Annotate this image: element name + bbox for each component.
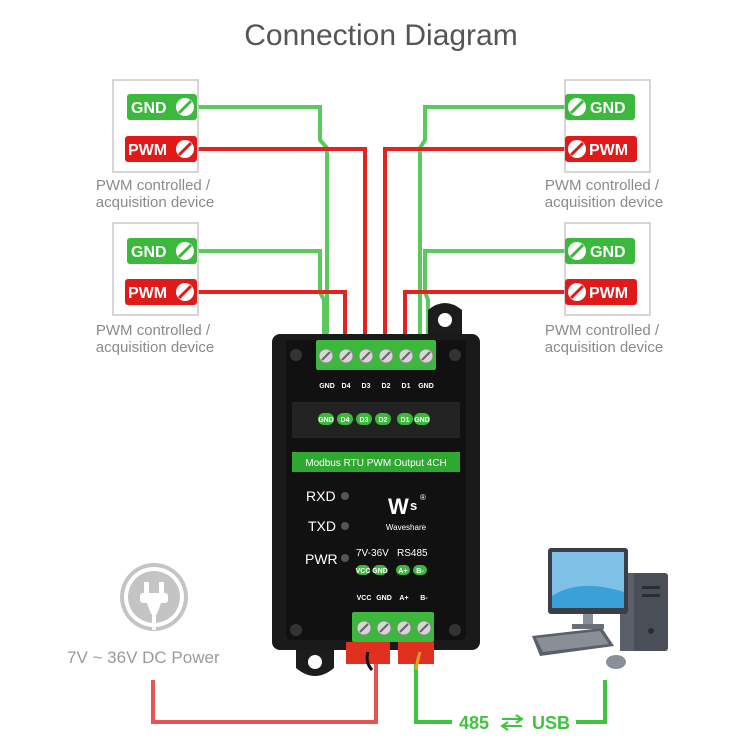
wire-pwm-1 <box>198 147 367 340</box>
device-caption: acquisition device <box>545 339 663 356</box>
gnd-label: GND <box>590 244 626 261</box>
wire-gnd-3 <box>418 105 565 340</box>
bottom-terminal-block <box>352 612 434 642</box>
usb-left-label: 485 <box>459 713 489 733</box>
panel-pin-chips: GND D4 D3 D2 D1 GND <box>318 413 430 425</box>
voltage-label: 7V-36V <box>356 548 389 559</box>
gnd-label: GND <box>590 100 626 117</box>
screw-icon <box>290 624 302 636</box>
pin-label: D1 <box>402 383 411 390</box>
device-caption: PWM controlled / <box>545 322 660 339</box>
screw-icon <box>449 349 461 361</box>
led-label-pwr: PWR <box>305 551 338 567</box>
wire-power <box>151 660 378 724</box>
pin-label: GND <box>319 383 335 390</box>
pin-chip-label: B- <box>416 568 424 575</box>
pin-label: D2 <box>382 383 391 390</box>
pin-chip-label: D3 <box>360 417 369 424</box>
wire-gnd-1 <box>198 105 329 340</box>
device-caption: acquisition device <box>96 194 214 211</box>
wire-usb-left <box>414 660 452 724</box>
screw-icon <box>449 624 461 636</box>
wire-pwm-2 <box>198 290 347 340</box>
screw-icon <box>290 349 302 361</box>
pin-chip-label: A+ <box>398 568 407 575</box>
device-caption: PWM controlled / <box>96 177 211 194</box>
pwm-label: PWM <box>128 285 167 302</box>
swap-arrows-icon <box>500 714 524 731</box>
pwm-module: GND D4 D3 D2 D1 GND GND D4 D3 D2 D1 GND … <box>272 303 480 676</box>
pin-chip-label: GND <box>318 417 334 424</box>
pin-label: D3 <box>362 383 371 390</box>
pin-label: GND <box>418 383 434 390</box>
wire-usb-right <box>576 680 607 724</box>
brand-label: Waveshare <box>386 523 427 532</box>
pin-chip-label: GND <box>414 417 430 424</box>
pwm-label: PWM <box>589 285 628 302</box>
pin-chip-label: D4 <box>341 417 350 424</box>
led-label-txd: TXD <box>308 518 336 534</box>
pin-label: A+ <box>399 595 408 602</box>
led-rxd <box>341 492 349 500</box>
usb-right-label: USB <box>532 713 570 733</box>
module-name-band <box>292 452 460 472</box>
computer-icon <box>532 548 668 669</box>
pin-label: VCC <box>357 595 372 602</box>
device-caption: acquisition device <box>545 194 663 211</box>
diagram-title: Connection Diagram <box>244 19 517 52</box>
module-name: Modbus RTU PWM Output 4CH <box>305 458 447 469</box>
rs485-plug <box>398 642 434 664</box>
device-top-left: GND PWM PWM controlled / acquisition dev… <box>96 79 214 211</box>
pwm-label: PWM <box>589 142 628 159</box>
svg-text:®: ® <box>420 493 426 502</box>
logo-mark-icon: W <box>388 494 409 519</box>
rs485-label: RS485 <box>397 548 428 559</box>
device-mid-left: GND PWM PWM controlled / acquisition dev… <box>96 222 214 356</box>
wire-gnd-2 <box>198 249 326 340</box>
device-top-right: GND PWM PWM controlled / acquisition dev… <box>545 79 663 211</box>
device-caption: PWM controlled / <box>545 177 660 194</box>
device-mid-right: GND PWM PWM controlled / acquisition dev… <box>545 222 663 356</box>
usb-connection: 485 USB <box>452 711 576 735</box>
wire-pwm-4 <box>403 290 565 340</box>
pin-label: D4 <box>342 383 351 390</box>
pin-label: GND <box>376 595 392 602</box>
gnd-label: GND <box>131 100 167 117</box>
wire-pwm-3 <box>383 147 565 340</box>
svg-text:s: s <box>410 498 417 513</box>
led-pwr <box>341 554 349 562</box>
wires <box>151 105 607 724</box>
waveshare-logo: W s ® Waveshare <box>386 493 427 532</box>
pin-chip-label: D1 <box>401 417 410 424</box>
top-pin-labels: GND D4 D3 D2 D1 GND <box>319 383 434 390</box>
power-label: 7V ~ 36V DC Power <box>67 648 220 667</box>
device-caption: PWM controlled / <box>96 322 211 339</box>
pin-chip-label: VCC <box>356 568 371 575</box>
led-txd <box>341 522 349 530</box>
pin-chip-label: D2 <box>379 417 388 424</box>
device-caption: acquisition device <box>96 339 214 356</box>
power-plug-icon <box>120 563 188 631</box>
gnd-label: GND <box>131 244 167 261</box>
top-terminal-block <box>316 340 436 370</box>
pin-chip-label: GND <box>372 568 388 575</box>
pin-label: B- <box>420 595 428 602</box>
led-label-rxd: RXD <box>306 488 336 504</box>
pwm-label: PWM <box>128 142 167 159</box>
